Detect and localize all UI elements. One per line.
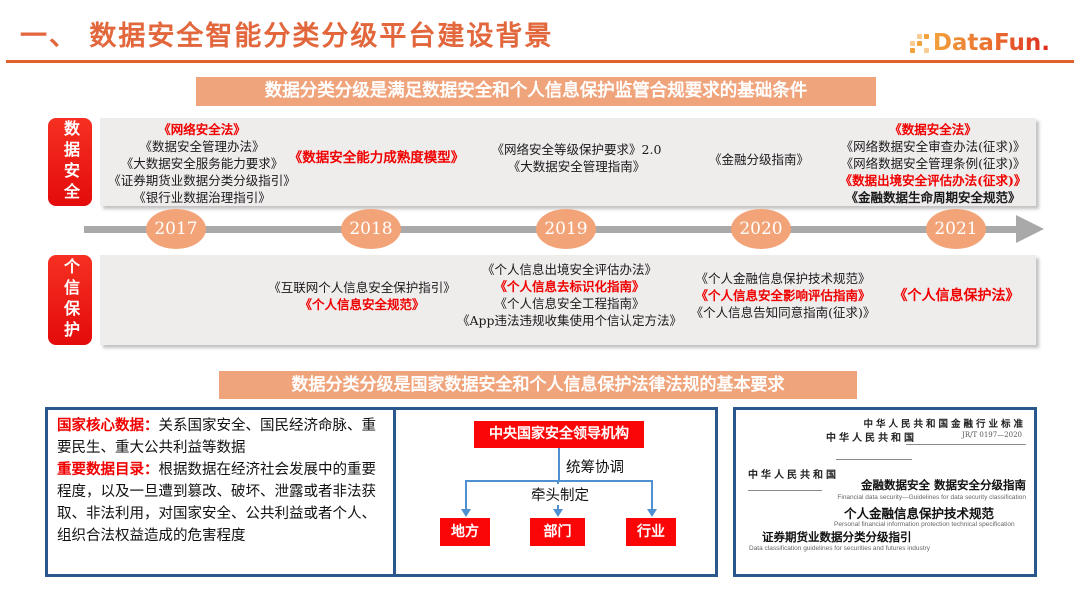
org-label-lead: 牵头制定 [529,484,591,505]
standard-doc2-header: 中华人民共和国 [826,433,917,444]
standard-doc3-header: 中华人民共和国 [748,470,839,481]
law-item: 《个人信息安全影响评估指南》 [695,288,871,303]
law-item: 《网络安全等级保护要求》2.0 [491,142,662,157]
core-data-definition: 关系国家安全、国民经济命脉、重要民生、重大公共利益等数据 [57,418,376,456]
standard-doc1-title: 金融数据安全 数据安全分级指南 [860,478,1026,492]
important-data-definition: 根据数据在经济社会发展中的重要程度，以及一旦遭到篡改、破坏、泄露或者非法获取、非… [57,462,376,544]
laws-data-security-2018: 《数据安全能力成熟度模型》 [284,150,469,167]
law-item: 《数据安全能力成熟度模型》 [288,150,465,166]
arrow-down-icon [553,509,563,517]
law-item: 《个人信息安全工程指南》 [494,296,645,311]
org-label-coordinate: 统筹协调 [566,460,624,476]
banner-bottom: 数据分类分级是国家数据安全和个人信息保护法律法规的基本要求 [219,371,857,399]
law-item: 《个人信息告知同意指南(征求)》 [690,305,876,320]
law-item: 《大数据安全服务能力要求》 [120,156,284,171]
timeline-arrowhead-icon [1016,215,1044,243]
core-data-box: 国家核心数据：关系国家安全、国民经济命脉、重要民生、重大公共利益等数据 重要数据… [45,407,398,577]
doc-rule [906,444,1026,445]
law-item: 《数据安全管理办法》 [139,139,265,154]
law-item: 《App违法违规收集使用个信认定方法》 [456,313,683,328]
standard-doc1-header: 中华人民共和国金融行业标准 [863,419,1026,430]
timeline-year-2017: 2017 [146,209,206,249]
standards-documents-box: 中华人民共和国金融行业标准 JR/T 0197—2020 中华人民共和国 中华人… [733,407,1037,577]
law-item: 《个人信息去标识化指南》 [494,279,645,294]
datafun-logo: DataFun. [909,30,1050,56]
core-data-paragraph-1: 国家核心数据：关系国家安全、国民经济命脉、重要民生、重大公共利益等数据 [57,415,386,459]
standard-doc1-code: JR/T 0197—2020 [962,431,1022,439]
laws-personal-info-2018: 《互联网个人信息安全保护指引》《个人信息安全规范》 [252,279,472,313]
law-item: 《网络安全法》 [158,122,246,137]
banner-top: 数据分类分级是满足数据安全和个人信息保护监管合规要求的基础条件 [196,77,876,106]
org-chart-box: 中央国家安全领导机构 统筹协调 牵头制定 地方 部门 行业 [393,407,718,577]
doc-rule [748,490,822,491]
law-item: 《互联网个人信息安全保护指引》 [268,280,456,295]
laws-personal-info-2019: 《个人信息出境安全评估办法》《个人信息去标识化指南》《个人信息安全工程指南》《A… [452,261,687,329]
law-item: 《证券期货业数据分类分级指引》 [108,173,296,188]
law-item: 《网络数据安全审查办法(征求)》 [840,139,1026,154]
label-data-security: 数据安全 [48,118,92,206]
standard-doc2-subtitle: Personal financial information protectio… [834,521,1015,528]
laws-personal-info-2020: 《个人金融信息保护技术规范》《个人信息安全影响评估指南》《个人信息告知同意指南(… [678,270,888,321]
laws-data-security-2020: 《金融分级指南》 [694,151,824,168]
data-security-box [100,118,1036,206]
org-child-department: 部门 [530,518,585,546]
org-chart-root-node: 中央国家安全领导机构 [474,421,644,448]
page-title: 一、 数据安全智能分类分级平台建设背景 [20,21,554,52]
standard-doc3-title: 证券期货业数据分类分级指引 [762,530,912,544]
title-underline [6,60,1074,63]
law-item: 《金融分级指南》 [708,152,809,167]
timeline-year-2019: 2019 [536,209,596,249]
standard-doc1-subtitle: Financial data security—Guidelines for d… [837,494,1026,501]
arrow-down-icon [461,509,471,517]
standard-doc2-title: 个人金融信息保护技术规范 [844,506,995,521]
laws-data-security-2021: 《数据安全法》《网络数据安全审查办法(征求)》《网络数据安全管理条例(征求)》《… [830,121,1036,206]
law-item: 《个人信息出境安全评估办法》 [481,262,657,277]
law-item: 《数据出境安全评估办法(征求)》 [839,173,1027,188]
law-item: 《个人信息安全规范》 [299,297,425,312]
law-item: 《个人信息保护法》 [893,288,1020,304]
important-data-term: 重要数据目录： [57,461,159,478]
personal-info-box [100,255,1036,345]
law-item: 《大数据安全管理指南》 [507,159,646,174]
laws-data-security-2017: 《网络安全法》《数据安全管理办法》《大数据安全服务能力要求》《证券期货业数据分类… [102,121,302,206]
org-connector-drop-right [651,480,653,510]
law-item: 《个人金融信息保护技术规范》 [695,271,871,286]
law-item: 《网络数据安全管理条例(征求)》 [840,156,1026,171]
arrow-down-icon [647,509,657,517]
org-connector-vertical [558,448,560,480]
timeline-year-2020: 2020 [731,209,791,249]
org-connector-drop-left [465,480,467,510]
doc-rule [836,459,912,460]
standard-doc3-subtitle: Data classification guidelines for secur… [749,545,931,552]
laws-data-security-2019: 《网络安全等级保护要求》2.0 《大数据安全管理指南》 [474,141,679,175]
core-data-term: 国家核心数据： [57,417,159,434]
law-item: 《数据安全法》 [889,122,977,137]
timeline-year-2021: 2021 [926,209,986,249]
core-data-paragraph-2: 重要数据目录：根据数据在经济社会发展中的重要程度，以及一旦遭到篡改、破坏、泄露或… [57,459,386,547]
law-item: 《银行业数据治理指引》 [133,190,271,205]
logo-text: DataFun. [932,30,1050,56]
laws-personal-info-2021: 《个人信息保护法》 [884,288,1029,305]
org-connector-horizontal [465,480,653,482]
label-personal-info: 个信保护 [48,255,92,345]
org-child-local: 地方 [440,518,490,546]
logo-dots-icon [909,33,929,53]
org-child-industry: 行业 [626,518,676,546]
timeline-year-2018: 2018 [341,209,401,249]
law-item: 《金融数据生命周期安全规范》 [845,190,1021,205]
